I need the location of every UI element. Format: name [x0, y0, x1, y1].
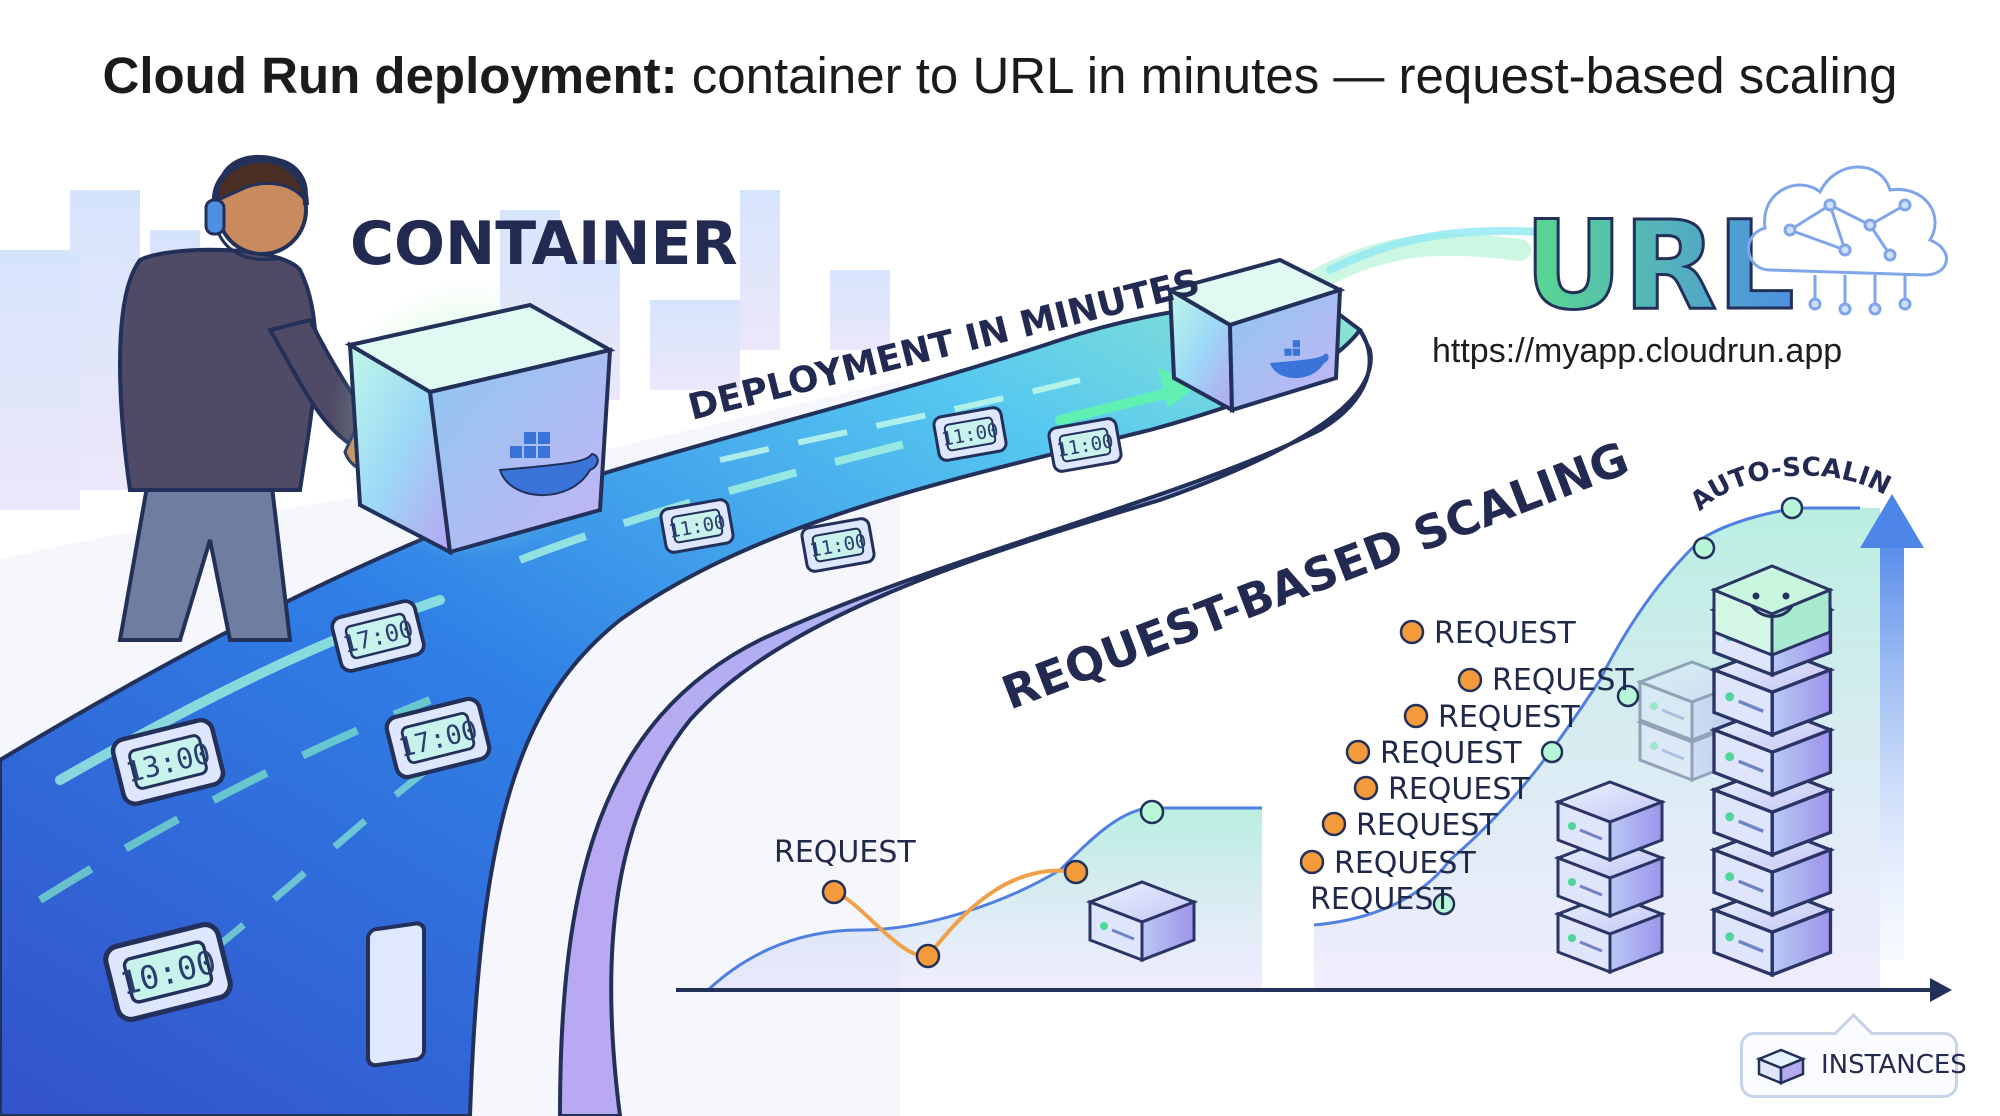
request-dot — [915, 943, 941, 969]
docker-whale-icon-small — [1270, 340, 1329, 379]
cloud-network-icon — [1747, 165, 1948, 316]
arrow-up-icon — [1860, 494, 1924, 960]
clock-icon: 11:00 — [799, 515, 877, 575]
deployed-cube-icon — [1164, 257, 1346, 414]
request-item: REQUEST — [1321, 808, 1498, 843]
clock-icon: 17:00 — [384, 697, 491, 780]
svg-text:REQUEST: REQUEST — [1334, 846, 1476, 881]
svg-text:REQUEST: REQUEST — [1434, 616, 1576, 651]
container-cube-icon — [330, 280, 616, 560]
request-item: REQUEST — [1345, 736, 1522, 771]
url-address: https://myapp.cloudrun.app — [1432, 332, 1842, 370]
green-node — [1432, 892, 1456, 916]
svg-text:REQUEST: REQUEST — [1388, 772, 1530, 807]
green-node — [1139, 799, 1165, 825]
svg-text:REQUEST: REQUEST — [1492, 663, 1634, 698]
url-title: URL — [1524, 195, 1795, 337]
green-node — [1780, 496, 1804, 520]
svg-text:REQUEST: REQUEST — [1438, 700, 1580, 735]
request-dot — [821, 879, 847, 905]
clock-icon: 13:00 — [111, 718, 226, 807]
svg-text:REQUEST: REQUEST — [1310, 882, 1452, 917]
clock-icon: 11:00 — [931, 404, 1009, 464]
clock-icon: 11:00 — [658, 496, 736, 556]
request-label: REQUEST — [774, 835, 916, 870]
docker-whale-icon — [498, 432, 599, 497]
instances-legend: INSTANCES — [1740, 1012, 1967, 1098]
server-stacks — [1088, 564, 1834, 977]
green-node — [1540, 740, 1564, 764]
request-item: REQUEST — [1299, 846, 1476, 881]
smiley-icon — [1710, 564, 1834, 658]
green-node — [1692, 536, 1716, 560]
title-rest: container to URL in minutes — request-ba… — [691, 47, 1898, 104]
block-icon — [366, 921, 426, 1068]
request-item: REQUEST — [1353, 772, 1530, 807]
page-title: Cloud Run deployment: container to URL i… — [0, 46, 2000, 105]
request-labels: REQUEST REQUEST REQUEST REQUEST REQUEST … — [774, 616, 1634, 917]
svg-text:REQUEST: REQUEST — [1380, 736, 1522, 771]
request-dot — [1063, 859, 1089, 885]
clock-icon: 17:00 — [328, 597, 428, 675]
request-item: REQUEST — [1399, 616, 1576, 651]
instances-label: INSTANCES — [1821, 1050, 1967, 1080]
clock-icon: 11:00 — [1046, 415, 1124, 475]
container-label: CONTAINER — [350, 209, 738, 279]
title-bold: Cloud Run deployment: — [102, 47, 678, 104]
server-icon — [1755, 1048, 1807, 1085]
request-item: REQUEST — [1457, 663, 1634, 698]
svg-text:REQUEST: REQUEST — [1356, 808, 1498, 843]
clock-icon: 10:00 — [103, 922, 233, 1023]
request-item: REQUEST — [1310, 882, 1452, 917]
request-item: REQUEST — [1403, 700, 1580, 735]
green-node — [1616, 684, 1640, 708]
